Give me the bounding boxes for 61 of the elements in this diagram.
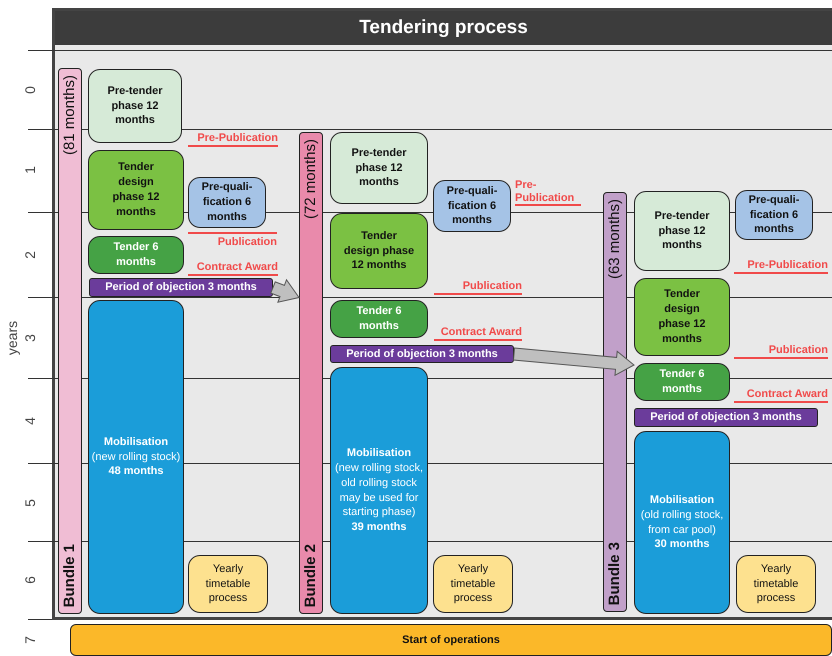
milestone-label: Pre-Publication bbox=[188, 132, 278, 147]
duration-text: 39 months bbox=[351, 520, 406, 536]
tick-label: 2 bbox=[22, 251, 38, 259]
tick-label: 7 bbox=[22, 636, 38, 644]
duration-label: (63 months) bbox=[604, 199, 624, 280]
tick-label: 3 bbox=[22, 334, 38, 342]
axis-label: years bbox=[4, 320, 20, 358]
tick-label: 1 bbox=[22, 166, 38, 174]
milestone-label: Publication bbox=[434, 280, 522, 295]
block-arrow bbox=[512, 347, 635, 376]
period-bar: Period of objection 3 months bbox=[330, 345, 514, 363]
block-arrow bbox=[270, 278, 300, 303]
phase-title: Mobilisation bbox=[346, 446, 412, 461]
phase-box: Pre-quali- fication 6 months bbox=[433, 180, 511, 232]
milestone-label: Contract Award bbox=[734, 388, 828, 403]
tick-label: 0 bbox=[22, 86, 38, 94]
duration-label: (81 months) bbox=[60, 75, 79, 156]
title-bar: Tendering process bbox=[55, 11, 832, 45]
bundle-label: Bundle 1 bbox=[60, 544, 79, 607]
bundle-bar bbox=[58, 68, 82, 614]
phase-description: (old rolling stock, from car pool) bbox=[640, 508, 724, 538]
phase-box: Pre-tender phase 12 months bbox=[88, 69, 182, 143]
phase-title: Mobilisation bbox=[650, 492, 714, 508]
milestone-label: Pre- Publication bbox=[515, 179, 581, 206]
phase-box bbox=[88, 300, 184, 614]
duration-text: 30 months bbox=[654, 537, 710, 552]
phase-box: Pre-quali- fication 6 months bbox=[188, 177, 266, 228]
process-box: Yearly timetable process bbox=[188, 555, 268, 613]
duration-text: 48 months bbox=[108, 464, 164, 480]
phase-description: (new rolling stock, old rolling stock may be used for starting phase) bbox=[334, 460, 424, 520]
duration-label: (72 months) bbox=[300, 139, 320, 220]
phase-title: Mobilisation bbox=[104, 434, 168, 450]
bundle-bar bbox=[299, 132, 323, 614]
phase-box: Pre-quali- fication 6 months bbox=[735, 190, 813, 240]
phase-box: Pre-tender phase 12 months bbox=[330, 132, 428, 204]
phase-box: Tender 6 months bbox=[330, 300, 428, 338]
bundle-label: Bundle 3 bbox=[604, 542, 624, 605]
period-bar: Period of objection 3 months bbox=[634, 408, 818, 427]
phase-box: Tender 6 months bbox=[634, 363, 730, 401]
phase-description: (new rolling stock) bbox=[92, 450, 180, 464]
milestone-label: Contract Award bbox=[188, 261, 278, 276]
phase-box bbox=[330, 367, 428, 614]
phase-box: Pre-tender phase 12 months bbox=[634, 191, 730, 271]
milestone-label: Publication bbox=[734, 344, 828, 359]
period-bar: Period of objection 3 months bbox=[89, 278, 273, 297]
tick-label: 6 bbox=[22, 576, 38, 584]
phase-box: Tender design phase 12 months bbox=[330, 213, 428, 289]
phase-box: Tender design phase 12 months bbox=[88, 150, 184, 230]
phase-box bbox=[634, 431, 730, 614]
tick-label: 4 bbox=[22, 417, 38, 425]
process-box: Yearly timetable process bbox=[433, 555, 513, 613]
tick-label: 5 bbox=[22, 499, 38, 507]
bundle-bar bbox=[603, 192, 627, 612]
phase-box: Tender design phase 12 months bbox=[634, 278, 730, 356]
milestone-label: Publication bbox=[188, 232, 277, 249]
phase-box: Tender 6 months bbox=[88, 236, 184, 274]
milestone-label: Pre-Publication bbox=[734, 259, 828, 274]
bundle-label: Bundle 2 bbox=[300, 544, 320, 607]
operations-bar: Start of operations bbox=[70, 624, 832, 656]
milestone-label: Contract Award bbox=[434, 326, 522, 341]
process-box: Yearly timetable process bbox=[736, 555, 816, 613]
